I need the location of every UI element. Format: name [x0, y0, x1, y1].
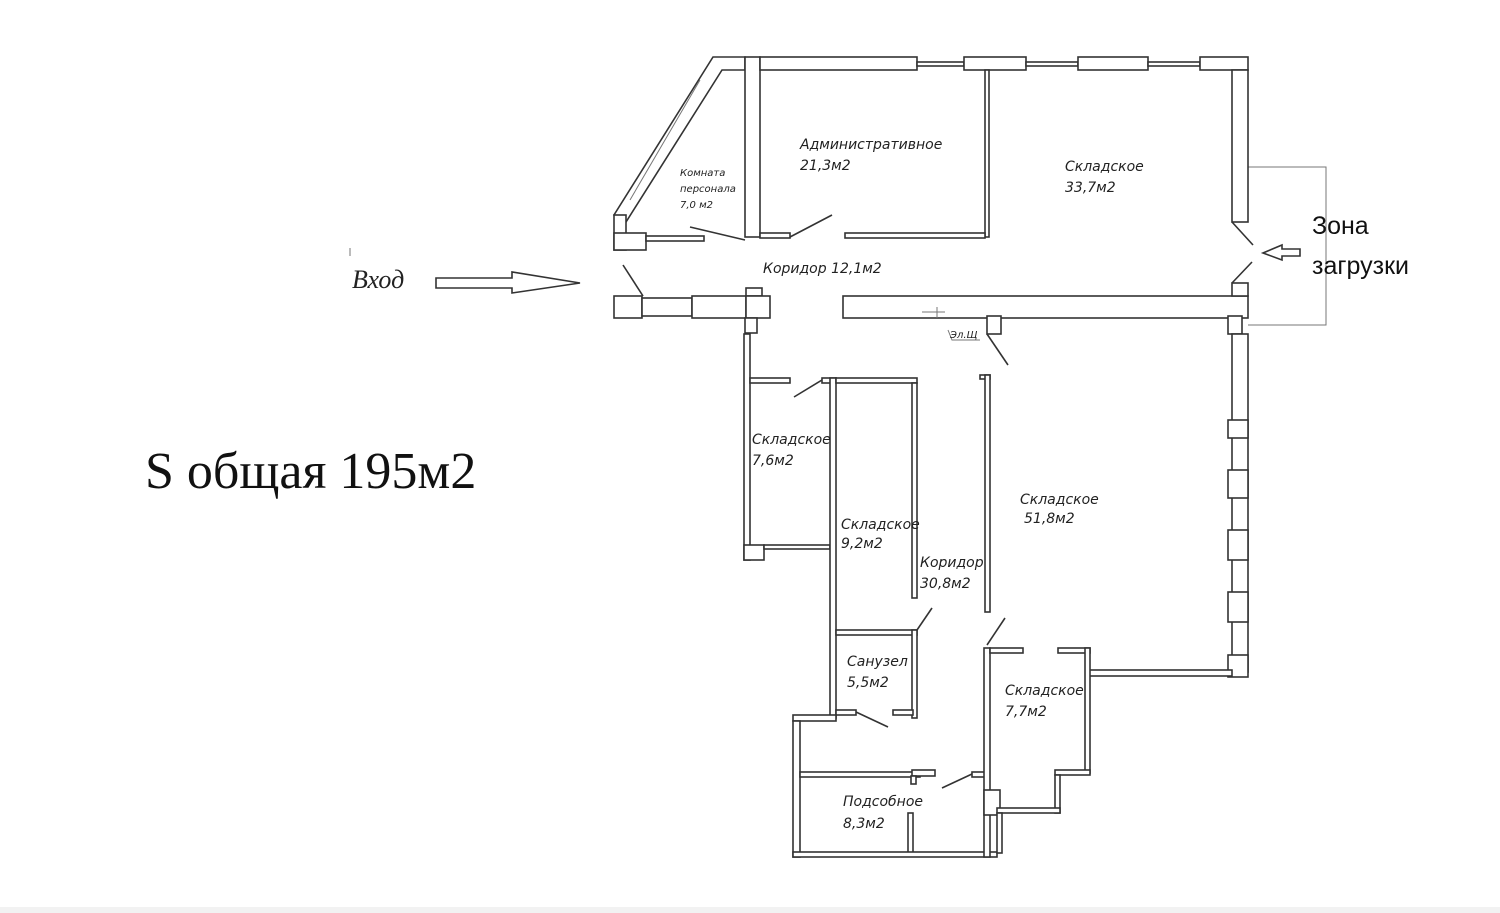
loading-arrow-icon: [1260, 243, 1301, 262]
room-area: 9,2м2: [841, 536, 883, 552]
walls: [612, 56, 1249, 858]
room-name: Санузел: [847, 654, 908, 670]
entrance-label: Вход: [352, 265, 404, 294]
door-swings: [622, 214, 1254, 789]
room-name: Коридор: [920, 555, 984, 571]
room-area: 7,0 м2: [680, 200, 713, 211]
room-name: Складское: [841, 517, 920, 533]
room-area: 33,7м2: [1065, 180, 1116, 196]
total-area-label: S общая 195м2: [145, 443, 476, 500]
entrance-arrow-icon: [349, 248, 581, 294]
loading-zone-label-2: загрузки: [1312, 252, 1409, 280]
electrical-panel-label: Эл.Щ: [949, 330, 978, 341]
room-area: 7,7м2: [1005, 704, 1047, 720]
room-area: 21,3м2: [800, 158, 851, 174]
room-area: 51,8м2: [1024, 511, 1075, 527]
room-name: Коридор 12,1м2: [763, 261, 882, 277]
room-name: Комната: [680, 168, 725, 179]
room-name: Подсобное: [843, 794, 923, 810]
bottom-strip: [0, 907, 1500, 913]
room-name: персонала: [680, 184, 736, 195]
room-area: 7,6м2: [752, 453, 794, 469]
loading-zone-label-1: Зона: [1312, 212, 1369, 240]
room-name: Складское: [752, 432, 831, 448]
room-area: 5,5м2: [847, 675, 889, 691]
room-name: Складское: [1005, 683, 1084, 699]
room-area: 30,8м2: [920, 576, 971, 592]
room-name: Административное: [799, 137, 942, 153]
room-name: Складское: [1065, 159, 1144, 175]
room-area: 8,3м2: [843, 816, 885, 832]
loading-zone-outline: [1248, 166, 1327, 326]
room-name: Складское: [1020, 492, 1099, 508]
